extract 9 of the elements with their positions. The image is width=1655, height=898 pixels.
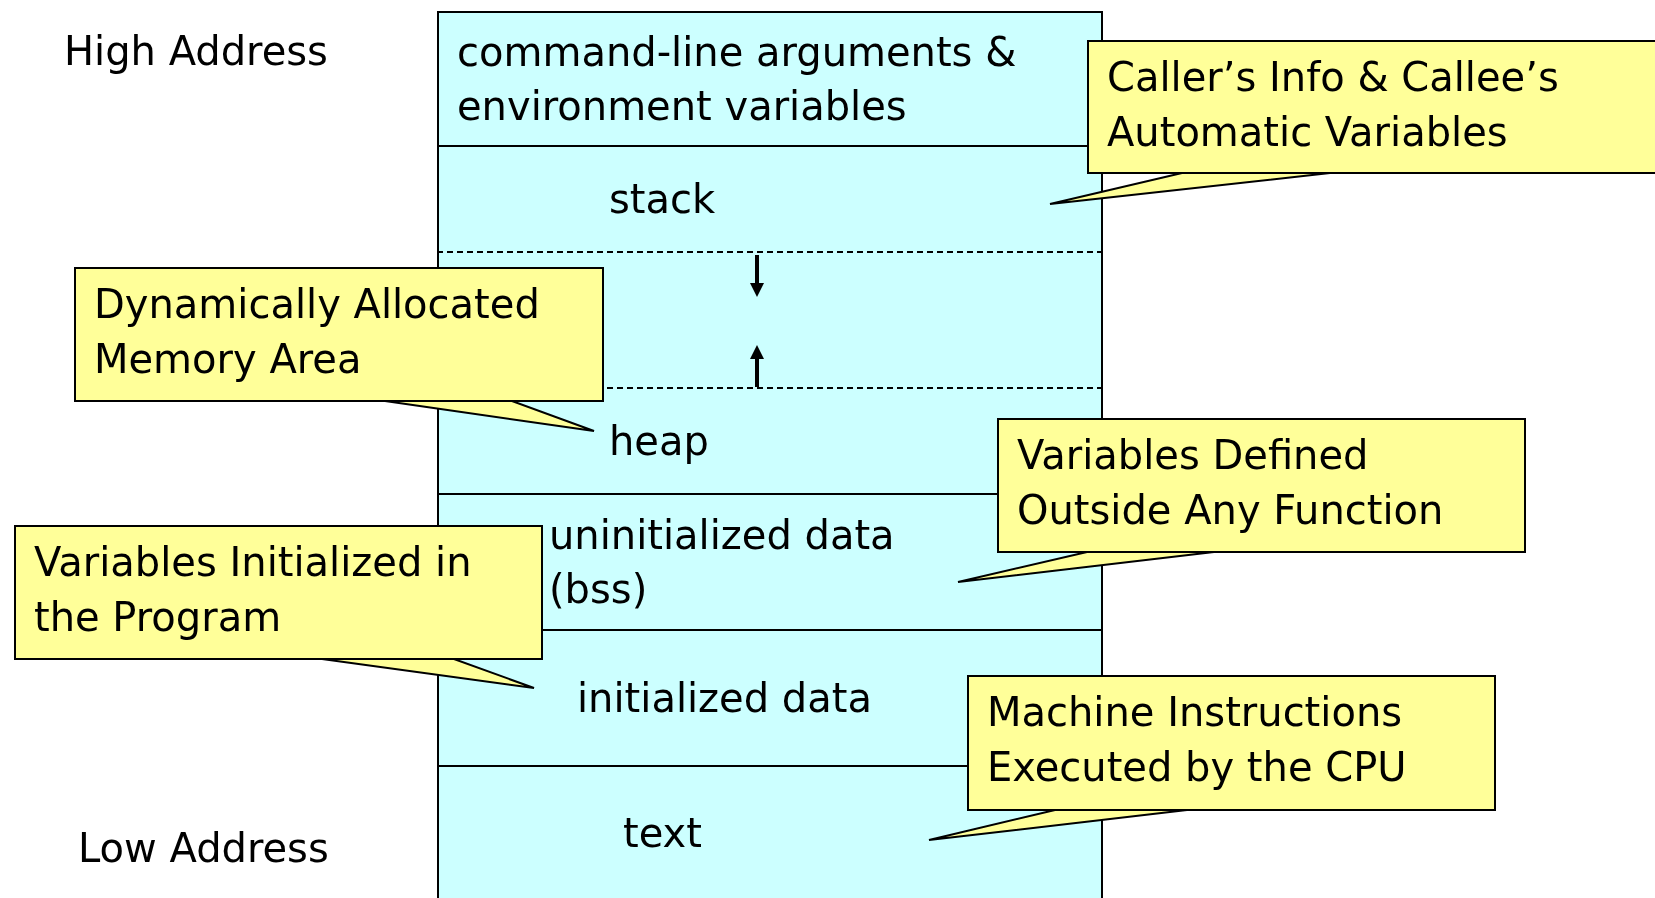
callout-pointer [1049, 172, 1331, 205]
memory-segment: command-line arguments & environment variables [437, 11, 1103, 145]
callout-pointer [321, 658, 535, 689]
address-label: Low Address [78, 825, 329, 871]
address-label: High Address [64, 28, 328, 74]
callout-pointer [928, 809, 1188, 841]
callout-pointer [957, 551, 1215, 583]
callout-pointer [384, 400, 595, 432]
memory-segment: stack [437, 145, 1103, 251]
